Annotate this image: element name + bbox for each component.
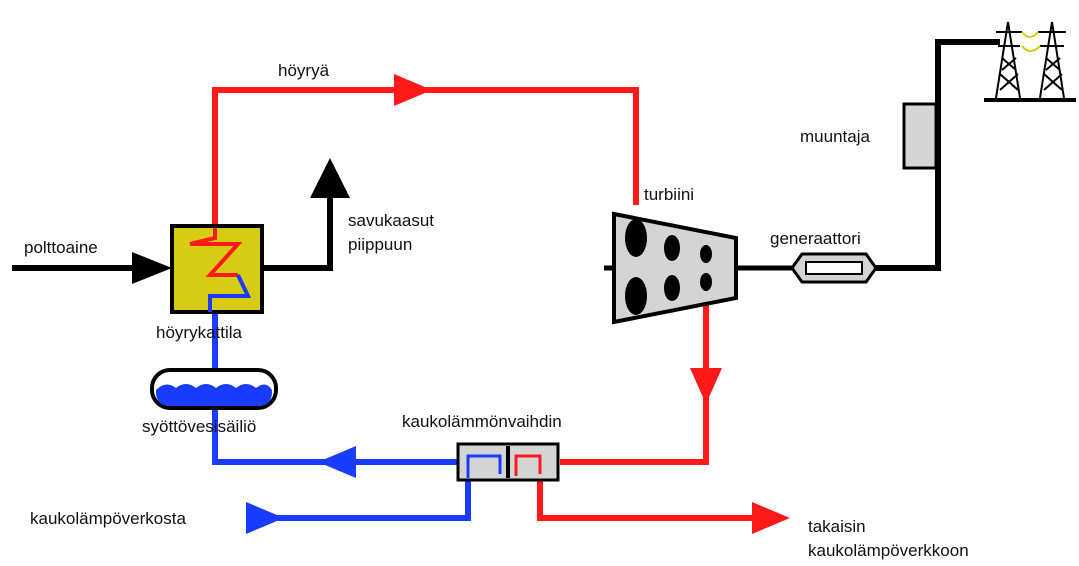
turbine	[612, 211, 738, 325]
generator-label: generaattori	[770, 229, 861, 248]
transformer	[902, 102, 938, 170]
heat-exchanger-label: kaukolämmönvaihdin	[402, 412, 562, 431]
return-destination-label: kaukolämpöverkkoon	[808, 541, 969, 560]
from-network-label: kaukolämpöverkosta	[30, 509, 186, 528]
feedwater-tank-label: syöttövesisäiliö	[142, 417, 256, 436]
boiler	[170, 224, 264, 314]
heat-exchanger	[456, 442, 560, 482]
flue-gas-destination-label: piippuun	[348, 235, 412, 254]
district-heat-return-line	[537, 474, 790, 534]
flue-gas-label: savukaasut	[348, 211, 434, 230]
turbine-label: turbiini	[644, 185, 694, 204]
flue-gas-arrow	[262, 158, 350, 271]
generator-to-transformer-line	[876, 100, 941, 271]
transformer-to-grid-line	[935, 39, 1000, 100]
steam-line	[212, 74, 639, 238]
fuel-arrow	[12, 252, 172, 284]
turbine-exhaust-line	[560, 300, 722, 465]
feedwater-tank	[150, 368, 278, 410]
return-label: takaisin	[808, 517, 866, 536]
district-heat-supply-line	[246, 456, 471, 534]
fuel-label: polttoaine	[24, 238, 98, 257]
steam-label: höyryä	[278, 61, 330, 80]
boiler-label: höyrykattila	[156, 323, 243, 342]
feedwater-line	[212, 300, 458, 478]
power-pylon-icon	[984, 21, 1076, 102]
generator	[790, 252, 878, 284]
transformer-label: muuntaja	[800, 127, 870, 146]
